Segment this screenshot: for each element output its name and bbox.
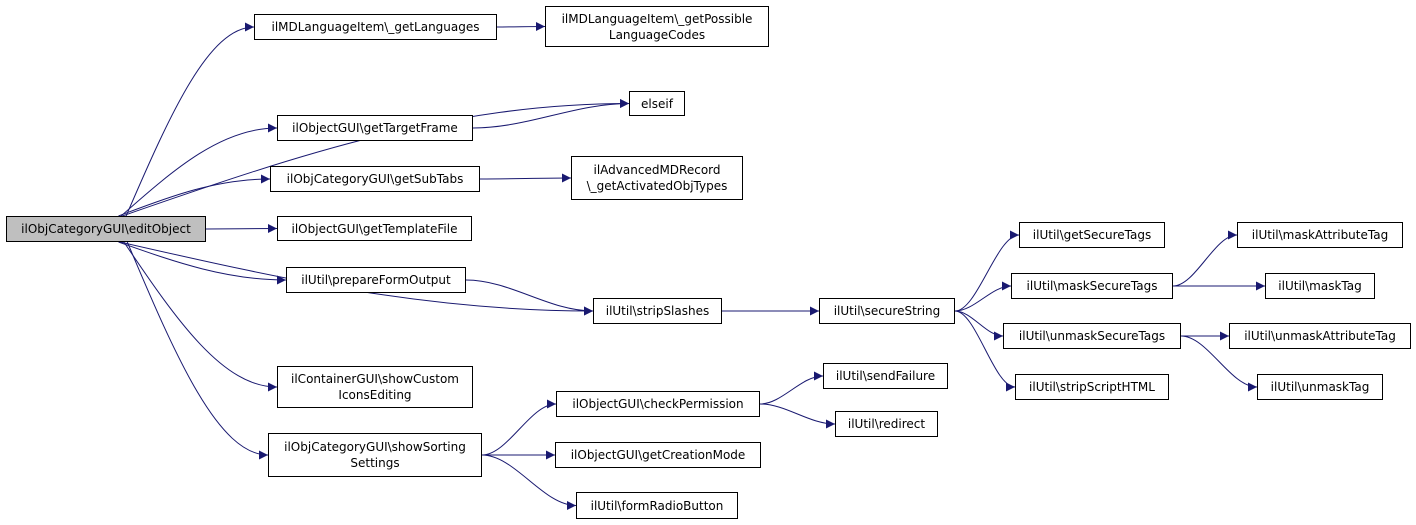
node-label: ilUtil\unmaskAttributeTag: [1244, 329, 1396, 343]
edge-editObject-to-showCustomIconsEditing: [123, 241, 278, 392]
node-maskAttributeTag[interactable]: ilUtil\maskAttributeTag: [1237, 222, 1403, 248]
edge-maskSecureTags-to-maskAttributeTag: [1172, 230, 1238, 287]
node-label: ilObjectGUI\getCreationMode: [570, 448, 746, 462]
edge-showSortingSettings-to-formRadioButton: [481, 454, 577, 510]
edge-checkPermission-to-sendFailure: [759, 371, 824, 405]
edge-editObject-to-getSubTabs: [118, 174, 271, 217]
node-maskSecureTags[interactable]: ilUtil\maskSecureTags: [1011, 273, 1173, 299]
node-label: ilUtil\maskTag: [1278, 279, 1362, 293]
node-label: ilObjectGUI\checkPermission: [572, 397, 744, 411]
node-getActivatedObjTypes[interactable]: ilAdvancedMDRecord \_getActivatedObjType…: [571, 156, 743, 200]
edge-editObject-to-prepareFormOutput: [118, 241, 287, 285]
node-getTargetFrame[interactable]: ilObjectGUI\getTargetFrame: [277, 115, 473, 141]
node-unmaskAttributeTag[interactable]: ilUtil\unmaskAttributeTag: [1229, 323, 1411, 349]
node-label-line-2: IconsEditing: [338, 388, 412, 402]
node-stripScriptHTML[interactable]: ilUtil\stripScriptHTML: [1015, 374, 1169, 400]
edge-unmaskSecureTags-to-unmaskTag: [1180, 335, 1258, 392]
node-label: ilUtil\redirect: [847, 417, 926, 431]
node-maskTag[interactable]: ilUtil\maskTag: [1265, 273, 1375, 299]
node-label: ilObjectGUI\getTemplateFile: [291, 221, 458, 236]
edge-getSubTabs-to-getActivatedObjTypes: [479, 173, 572, 183]
node-label: ilUtil\formRadioButton: [590, 498, 724, 513]
node-label: ilUtil\maskSecureTags: [1026, 279, 1158, 293]
node-label: ilUtil\secureString: [833, 304, 941, 318]
node-label: elseif: [641, 96, 673, 111]
node-sendFailure[interactable]: ilUtil\sendFailure: [823, 363, 948, 389]
node-label: ilUtil\stripSlashes: [605, 304, 710, 318]
edge-editObject-to-getTemplateFile: [205, 224, 278, 234]
node-label-line-2: Settings: [350, 456, 400, 470]
node-elseif[interactable]: elseif: [629, 91, 685, 116]
node-getLanguages[interactable]: ilMDLanguageItem\_getLanguages: [254, 14, 497, 40]
node-unmaskTag[interactable]: ilUtil\unmaskTag: [1257, 374, 1383, 400]
node-stripSlashes[interactable]: ilUtil\stripSlashes: [593, 298, 722, 324]
edge-secureString-to-getSecureTags: [954, 230, 1020, 312]
node-redirect[interactable]: ilUtil\redirect: [835, 411, 938, 437]
node-secureString[interactable]: ilUtil\secureString: [819, 298, 955, 324]
edge-getLanguages-to-getPossibleLanguageCodes: [496, 22, 546, 32]
node-label: ilObjCategoryGUI\getSubTabs: [286, 172, 464, 186]
node-label-line-2: \_getActivatedObjTypes: [586, 179, 728, 193]
node-label: ilMDLanguageItem\_getLanguages: [271, 20, 480, 34]
node-label: ilObjectGUI\getTargetFrame: [292, 121, 458, 135]
node-label-line-1: ilAdvancedMDRecord: [593, 163, 721, 177]
node-showSortingSettings[interactable]: ilObjCategoryGUI\showSorting Settings: [268, 433, 482, 477]
node-checkPermission[interactable]: ilObjectGUI\checkPermission: [556, 391, 760, 417]
edge-showSortingSettings-to-checkPermission: [481, 399, 557, 456]
node-label: ilUtil\stripScriptHTML: [1029, 380, 1155, 394]
node-label: ilObjCategoryGUI\editObject: [21, 222, 191, 236]
node-label: ilUtil\unmaskTag: [1270, 380, 1370, 394]
node-label-line-1: ilContainerGUI\showCustom: [291, 372, 459, 386]
node-label-line-1: ilObjCategoryGUI\showSorting: [284, 440, 466, 454]
node-label: ilUtil\prepareFormOutput: [301, 273, 451, 287]
node-editObject[interactable]: ilObjCategoryGUI\editObject: [6, 216, 206, 242]
node-formRadioButton[interactable]: ilUtil\formRadioButton: [576, 492, 738, 519]
node-label: ilUtil\unmaskSecureTags: [1018, 329, 1166, 343]
edge-secureString-to-unmaskSecureTags: [954, 310, 1004, 341]
node-label: ilUtil\maskAttributeTag: [1251, 228, 1389, 242]
node-getTemplateFile[interactable]: ilObjectGUI\getTemplateFile: [277, 216, 472, 241]
edge-getTargetFrame-to-elseif: [472, 99, 630, 129]
node-getPossibleLanguageCodes[interactable]: ilMDLanguageItem\_getPossible LanguageCo…: [545, 6, 769, 47]
edge-secureString-to-maskSecureTags: [954, 281, 1012, 312]
edge-editObject-to-getLanguages: [125, 22, 255, 217]
node-label-line-2: LanguageCodes: [608, 27, 706, 42]
node-label-line-1: ilMDLanguageItem\_getPossible: [561, 11, 753, 26]
node-getCreationMode[interactable]: ilObjectGUI\getCreationMode: [555, 442, 761, 468]
edge-editObject-to-getTargetFrame: [120, 123, 278, 217]
node-label: ilUtil\sendFailure: [835, 369, 936, 383]
edge-secureString-to-stripScriptHTML: [954, 310, 1016, 392]
node-unmaskSecureTags[interactable]: ilUtil\unmaskSecureTags: [1003, 323, 1181, 349]
node-label: ilUtil\getSecureTags: [1032, 228, 1152, 242]
node-getSecureTags[interactable]: ilUtil\getSecureTags: [1019, 222, 1165, 248]
edge-editObject-to-showSortingSettings: [126, 241, 269, 460]
edge-checkPermission-to-redirect: [759, 403, 836, 429]
node-prepareFormOutput[interactable]: ilUtil\prepareFormOutput: [286, 267, 466, 293]
node-showCustomIconsEditing[interactable]: ilContainerGUI\showCustom IconsEditing: [277, 366, 473, 408]
node-getSubTabs[interactable]: ilObjCategoryGUI\getSubTabs: [270, 166, 480, 192]
edge-prepareFormOutput-to-stripSlashes: [465, 279, 594, 316]
